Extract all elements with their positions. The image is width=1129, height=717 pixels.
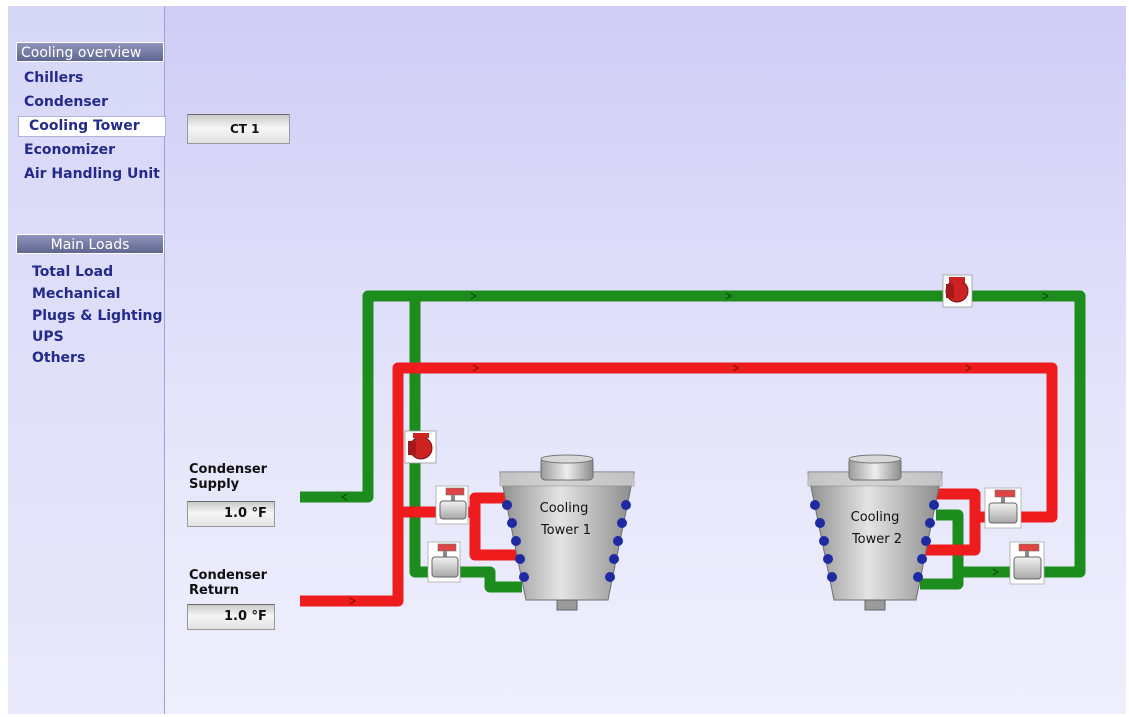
return-pipe-tower2-loop: [922, 488, 990, 556]
cooling-tower-2-label-line2: Tower 2: [851, 532, 902, 547]
condenser-return-label: Condenser Return: [189, 568, 268, 598]
sidebar-item-cooling-tower[interactable]: Cooling Tower: [18, 116, 166, 137]
valve-icon[interactable]: [435, 485, 469, 525]
cooling-tower-2[interactable]: Cooling Tower 2: [807, 454, 943, 611]
pump-icon[interactable]: [942, 274, 973, 308]
sidebar: Cooling overview Chillers Condenser Cool…: [8, 6, 166, 714]
load-item-others[interactable]: Others: [32, 350, 86, 366]
valve-icon[interactable]: [427, 541, 461, 583]
cooling-tower-2-label-line1: Cooling: [851, 510, 900, 525]
cooling-tower-1-label-line2: Tower 1: [540, 523, 591, 538]
supply-pipe-main: [300, 290, 1086, 578]
load-item-mechanical[interactable]: Mechanical: [32, 286, 121, 302]
cooling-tower-1[interactable]: Cooling Tower 1: [499, 454, 635, 611]
valve-icon[interactable]: [1009, 541, 1045, 585]
valve-icon[interactable]: [984, 487, 1022, 529]
cooling-tower-1-label-line1: Cooling: [540, 501, 589, 516]
return-pipes: [300, 362, 1058, 607]
sidebar-item-condenser[interactable]: Condenser: [24, 94, 109, 110]
pump-icon[interactable]: [404, 430, 437, 464]
condenser-supply-label: Condenser Supply: [189, 462, 268, 492]
tower-selector-ct1[interactable]: CT 1: [187, 114, 290, 144]
sidebar-item-economizer[interactable]: Economizer: [24, 142, 115, 158]
cooling-overview-header: Cooling overview: [16, 42, 164, 62]
load-item-plugs-lighting[interactable]: Plugs & Lighting: [32, 308, 163, 324]
flow-arrows: [340, 292, 1050, 576]
return-pipe-main: [300, 362, 1058, 607]
return-pipe-tower1-loop: [468, 492, 522, 561]
load-item-ups[interactable]: UPS: [32, 329, 64, 345]
sidebar-item-chillers[interactable]: Chillers: [24, 70, 84, 86]
supply-pipe-tower1-loop: [455, 566, 522, 593]
condenser-return-value: 1.0 °F: [187, 604, 275, 630]
sidebar-item-air-handling-unit[interactable]: Air Handling Unit: [24, 166, 160, 182]
condenser-supply-value: 1.0 °F: [187, 501, 275, 527]
load-item-total-load[interactable]: Total Load: [32, 264, 114, 280]
main-loads-header: Main Loads: [16, 234, 164, 254]
